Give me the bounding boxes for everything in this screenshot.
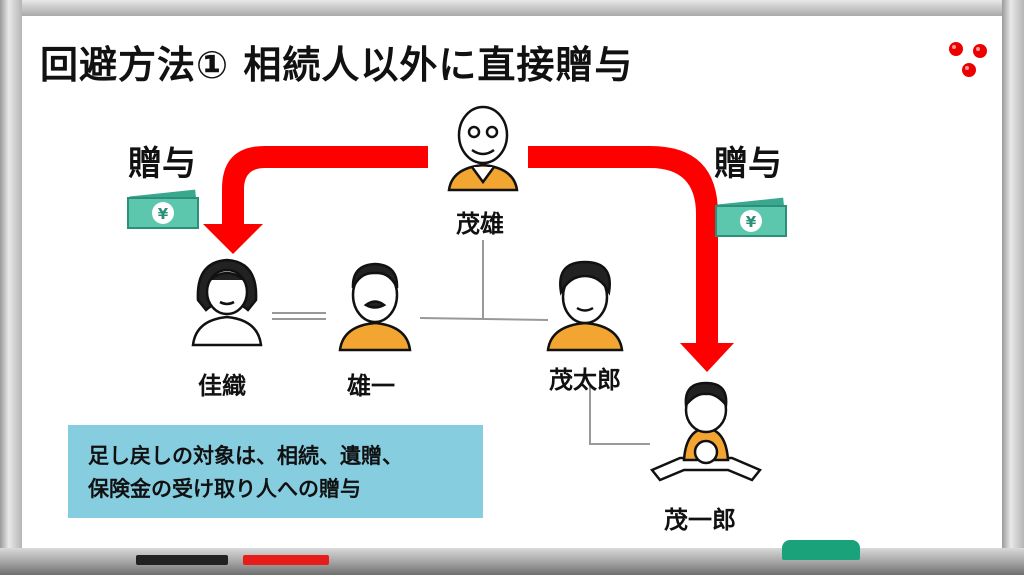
daughter-avatar — [191, 258, 263, 347]
note-line-2: 保険金の受け取り人への贈与 — [88, 477, 361, 501]
black-marker — [136, 555, 228, 565]
person-name-son-in-law: 雄一 — [347, 372, 395, 400]
note-box: 足し戻しの対象は、相続、遺贈、 保険金の受け取り人への贈与 — [68, 425, 483, 518]
son-avatar — [546, 260, 624, 352]
grandson-avatar — [649, 381, 763, 482]
son-in-law-avatar — [338, 262, 412, 352]
eraser — [782, 540, 860, 560]
person-name-daughter: 佳織 — [198, 372, 246, 400]
board-frame-right — [1002, 0, 1024, 575]
person-name-son: 茂太郎 — [549, 366, 621, 394]
note-line-1: 足し戻しの対象は、相続、遺贈、 — [88, 444, 403, 468]
gift-label-right: 贈与 — [714, 144, 782, 184]
page-title: 回避方法① 相続人以外に直接贈与 — [40, 43, 634, 87]
gift-arrow-right — [528, 146, 734, 372]
family-lines — [272, 240, 650, 445]
board-frame-left — [0, 0, 22, 575]
three-dots-logo-icon — [949, 42, 987, 77]
svg-text:¥: ¥ — [746, 213, 757, 231]
money-icon-right: ¥ — [715, 197, 787, 237]
svg-text:¥: ¥ — [158, 205, 169, 223]
gift-label-left: 贈与 — [128, 144, 196, 184]
money-icon-left: ¥ — [127, 189, 199, 229]
red-marker — [243, 555, 329, 565]
grandfather-avatar — [447, 105, 519, 192]
gift-arrow-left — [203, 146, 428, 254]
person-name-grandson: 茂一郎 — [664, 506, 736, 534]
board-frame-top — [0, 0, 1024, 16]
person-name-grandfather: 茂雄 — [456, 210, 504, 238]
